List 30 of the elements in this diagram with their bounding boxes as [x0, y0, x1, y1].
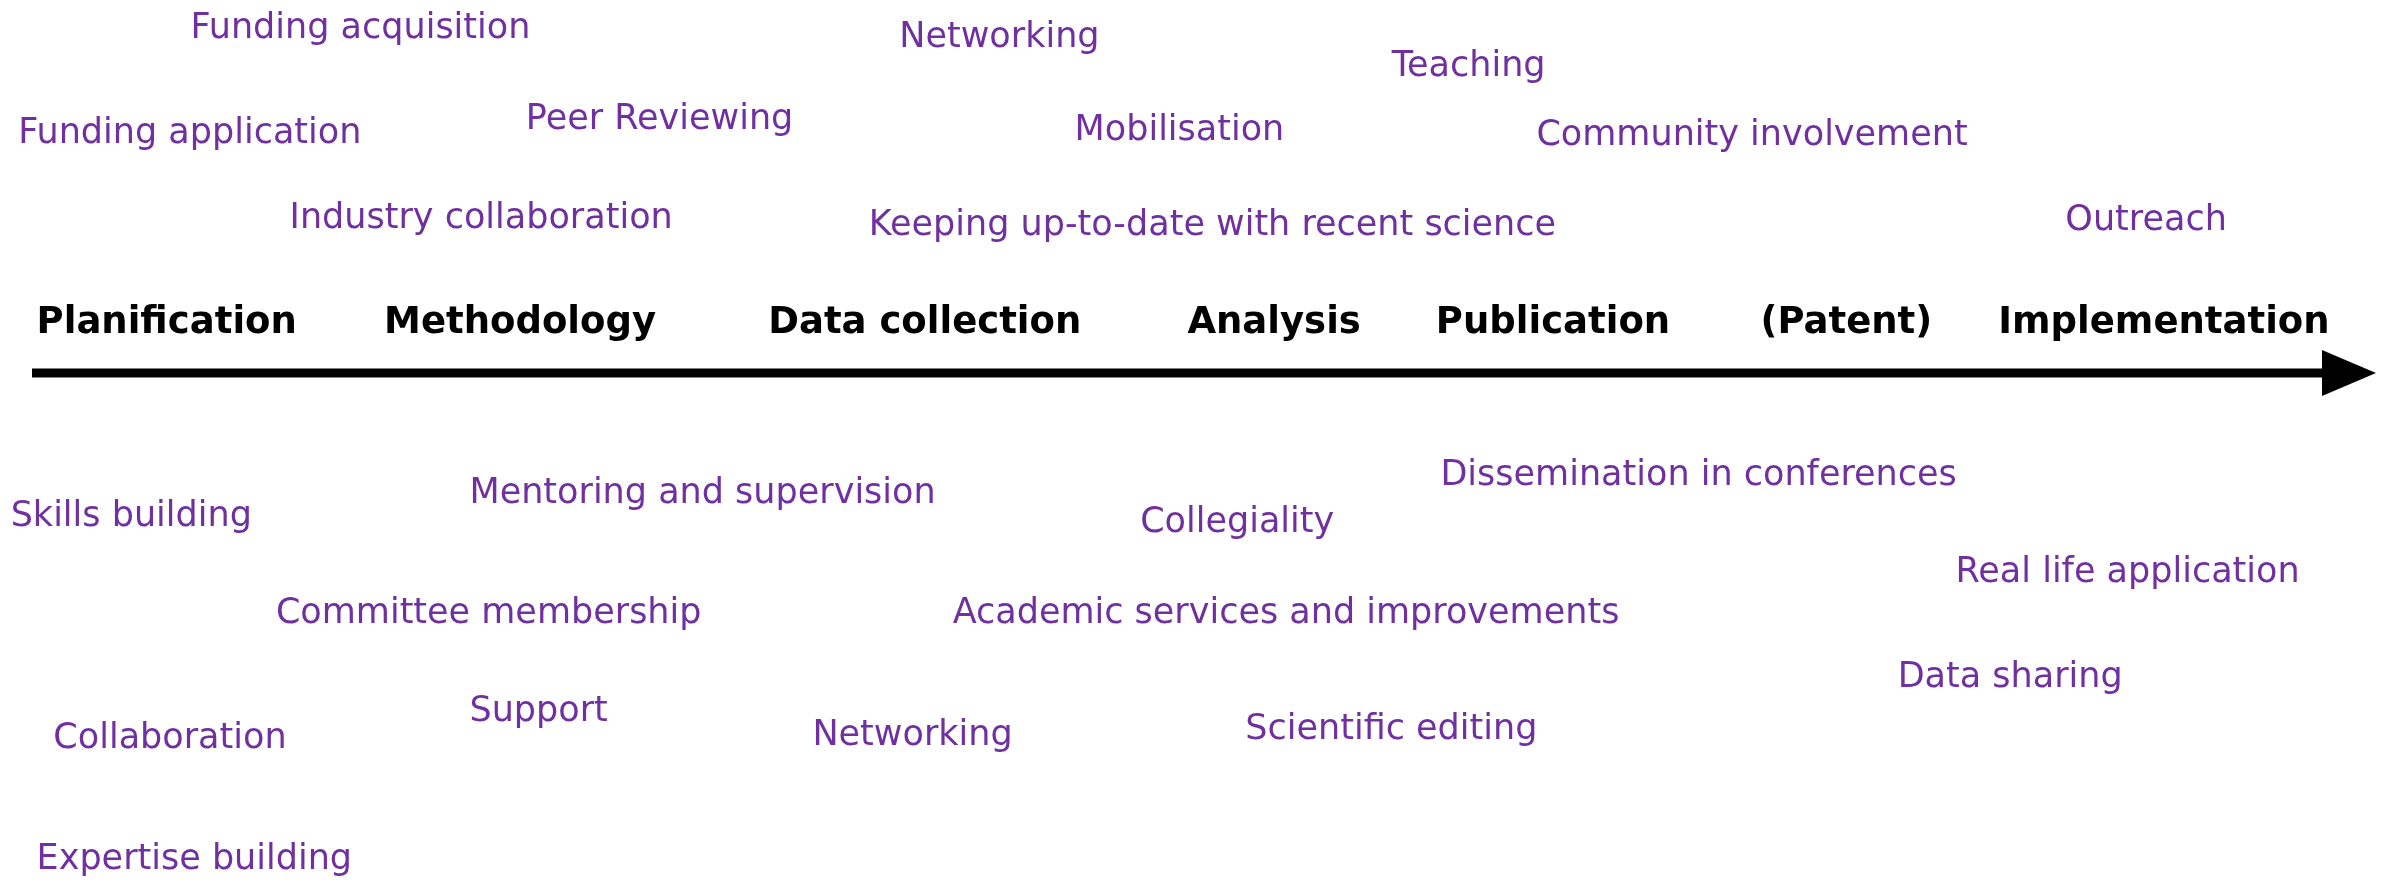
- activity-label: Real life application: [1955, 550, 2300, 591]
- stage-label: (Patent): [1760, 298, 1933, 342]
- activity-label: Networking: [812, 713, 1013, 754]
- activity-label: Networking: [899, 15, 1100, 56]
- activity-label: Funding acquisition: [190, 5, 531, 46]
- activity-label: Keeping up-to-date with recent science: [868, 202, 1557, 243]
- activity-label: Mentoring and supervision: [469, 470, 936, 511]
- activity-label: Mobilisation: [1074, 108, 1285, 149]
- activity-label: Data sharing: [1897, 655, 2123, 696]
- activity-label: Dissemination in conferences: [1440, 452, 1957, 493]
- activity-label: Skills building: [10, 493, 252, 534]
- activity-label: Scientific editing: [1245, 707, 1538, 748]
- stage-label: Data collection: [768, 298, 1082, 342]
- activity-label: Outreach: [2065, 197, 2227, 238]
- stage-label: Methodology: [384, 298, 657, 342]
- activity-label: Community involvement: [1536, 112, 1968, 153]
- activity-label: Committee membership: [275, 591, 702, 632]
- activity-label: Academic services and improvements: [952, 591, 1620, 632]
- stage-label: Implementation: [1998, 298, 2330, 342]
- activity-label: Funding application: [18, 111, 362, 152]
- activity-label: Collaboration: [53, 716, 287, 757]
- activity-label: Collegiality: [1140, 499, 1335, 540]
- activity-label: Peer Reviewing: [525, 97, 794, 138]
- activity-label: Support: [469, 688, 608, 729]
- activity-label: Industry collaboration: [289, 196, 673, 237]
- stage-label: Planification: [36, 298, 297, 342]
- stage-label: Publication: [1435, 298, 1671, 342]
- activity-label: Teaching: [1391, 44, 1546, 84]
- stage-label: Analysis: [1187, 298, 1361, 342]
- activity-label: Expertise building: [36, 836, 353, 877]
